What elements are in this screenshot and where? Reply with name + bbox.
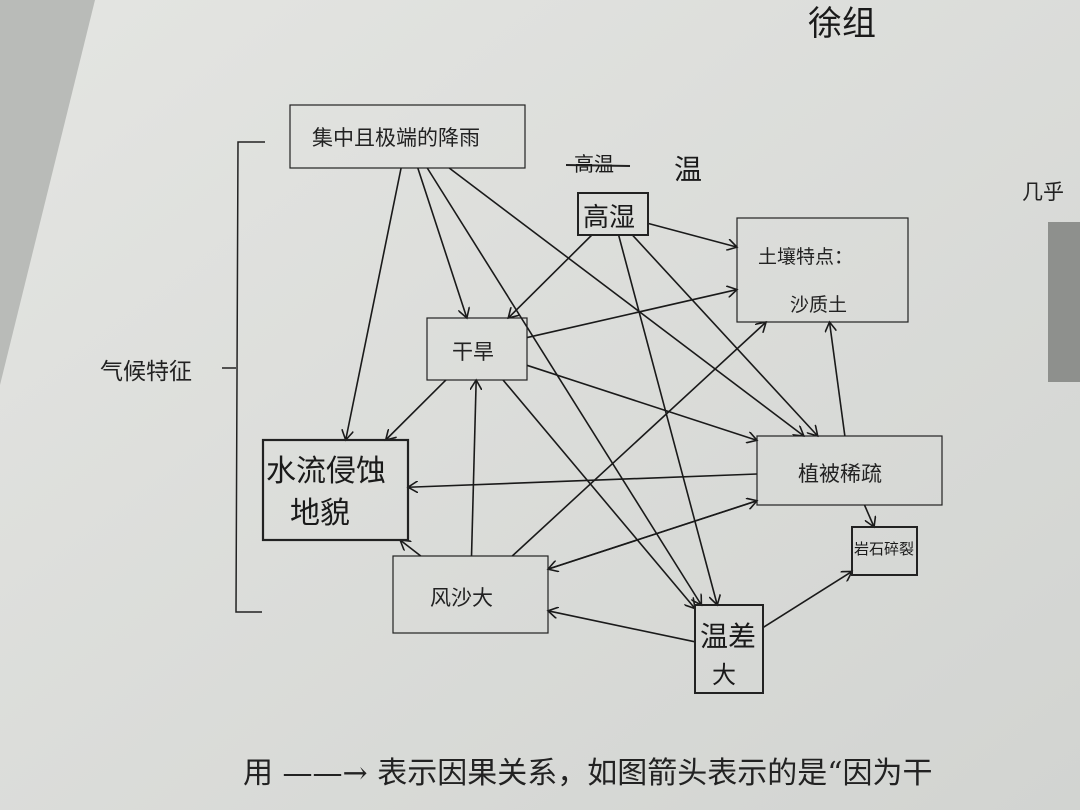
node-drought: 干旱 bbox=[452, 340, 494, 364]
node-erosion-line1: 水流侵蚀 bbox=[266, 454, 386, 489]
node-tempdiff-line2: 大 bbox=[712, 661, 736, 689]
node-soil-title: 土壤特点： bbox=[758, 246, 854, 268]
arrow-vegetation-to-erosion bbox=[408, 473, 758, 487]
box-drought bbox=[426, 317, 528, 381]
box-rock bbox=[851, 526, 918, 576]
box-rain bbox=[289, 104, 526, 169]
arrow-tempdiff-to-wind bbox=[548, 611, 696, 643]
footer-instruction: 用 ——→ 表示因果关系，如图箭头表示的是“因为干 bbox=[243, 756, 933, 791]
arrow-wind-to-erosion bbox=[400, 540, 422, 557]
arrow-vegetation-to-wind bbox=[548, 500, 758, 569]
node-erosion-line2: 地貌 bbox=[290, 496, 350, 531]
arrow-rain-to-tempdiff bbox=[426, 167, 701, 605]
side-note: 几乎 bbox=[1022, 180, 1064, 204]
node-rain: 集中且极端的降雨 bbox=[312, 126, 480, 150]
arrow-drought-to-soil bbox=[526, 290, 737, 339]
arrow-humid-to-drought bbox=[508, 234, 593, 318]
node-wind: 风沙大 bbox=[430, 586, 493, 610]
arrow-humid-to-tempdiff bbox=[617, 234, 718, 605]
side-photo bbox=[1048, 222, 1080, 382]
node-vegetation: 植被稀疏 bbox=[798, 462, 882, 486]
box-tempdiff bbox=[694, 604, 764, 694]
arrow-wind-to-soil bbox=[511, 322, 766, 557]
strike-through bbox=[565, 164, 631, 167]
arrow-drought-to-tempdiff bbox=[502, 379, 695, 609]
node-soil-value: 沙质土 bbox=[790, 294, 848, 316]
box-vegetation bbox=[756, 435, 943, 506]
arrow-drought-to-vegetation bbox=[526, 364, 757, 440]
arrow-rain-to-drought bbox=[417, 167, 467, 318]
crossed-out-text: 高温 bbox=[574, 152, 614, 176]
node-tempdiff-line1: 温差 bbox=[700, 620, 757, 653]
arrow-vegetation-to-soil bbox=[830, 322, 846, 437]
box-erosion bbox=[261, 438, 410, 542]
node-rock: 岩石碎裂 bbox=[854, 540, 915, 558]
arrow-tempdiff-to-rock bbox=[762, 571, 852, 629]
node-humid: 高湿 bbox=[583, 203, 636, 233]
correction-text: 温 bbox=[674, 153, 703, 186]
arrow-rain-to-vegetation bbox=[448, 167, 804, 436]
arrow-wind-to-drought bbox=[472, 380, 477, 557]
bracket-label: 气候特征 bbox=[100, 359, 192, 385]
arrow-humid-to-soil bbox=[647, 222, 737, 247]
box-soil bbox=[736, 217, 909, 323]
box-humid bbox=[577, 192, 649, 236]
climate-bracket bbox=[222, 141, 265, 613]
group-name: 徐组 bbox=[808, 4, 876, 44]
box-wind bbox=[392, 555, 549, 634]
arrow-vegetation-to-rock bbox=[863, 504, 875, 527]
arrow-humid-to-vegetation bbox=[631, 234, 817, 436]
arrow-rain-to-erosion bbox=[346, 167, 402, 440]
arrow-drought-to-erosion bbox=[386, 379, 447, 440]
